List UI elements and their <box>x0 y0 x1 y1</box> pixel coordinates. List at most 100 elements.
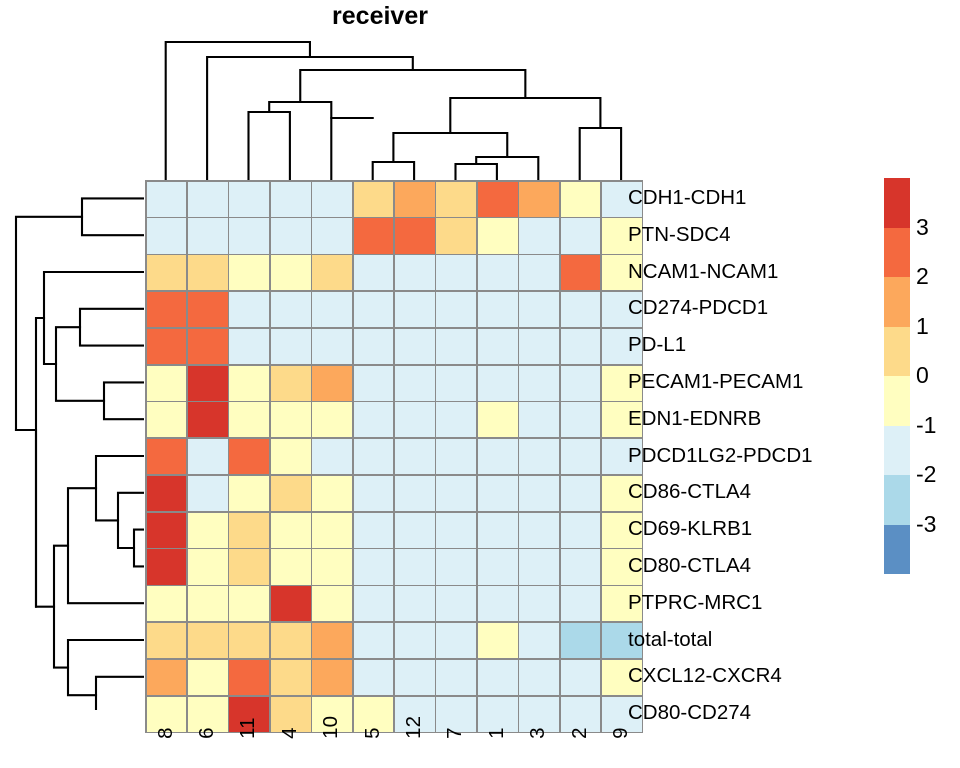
heatmap-cell[interactable] <box>436 696 477 732</box>
heatmap-cell[interactable] <box>601 659 642 695</box>
heatmap-cell[interactable] <box>436 512 477 548</box>
heatmap-cell[interactable] <box>312 475 352 512</box>
heatmap-cell[interactable] <box>353 512 394 548</box>
heatmap-cell[interactable] <box>394 696 435 732</box>
heatmap-cell[interactable] <box>394 475 435 512</box>
heatmap-cell[interactable] <box>601 365 642 401</box>
heatmap-cell[interactable] <box>270 328 311 364</box>
heatmap-cell[interactable] <box>270 365 311 401</box>
heatmap-cell[interactable] <box>312 181 352 217</box>
heatmap-cell[interactable] <box>436 659 477 695</box>
heatmap-cell[interactable] <box>353 328 394 364</box>
heatmap-cell[interactable] <box>229 439 270 475</box>
heatmap-cell[interactable] <box>436 328 477 364</box>
heatmap-cell[interactable] <box>436 402 477 438</box>
heatmap-cell[interactable] <box>353 622 394 659</box>
heatmap-cell[interactable] <box>146 622 187 659</box>
heatmap-cell[interactable] <box>477 659 518 695</box>
heatmap-cell[interactable] <box>312 586 352 622</box>
heatmap-cell[interactable] <box>229 402 270 438</box>
heatmap-cell[interactable] <box>519 696 559 732</box>
heatmap-cell[interactable] <box>519 659 559 695</box>
color-legend[interactable] <box>884 178 910 574</box>
heatmap-cell[interactable] <box>146 696 187 732</box>
heatmap-cell[interactable] <box>560 659 601 695</box>
heatmap-cell[interactable] <box>229 218 270 254</box>
heatmap-cell[interactable] <box>601 622 642 659</box>
heatmap-cell[interactable] <box>560 218 601 254</box>
heatmap-cell[interactable] <box>560 181 601 217</box>
heatmap-cell[interactable] <box>353 659 394 695</box>
heatmap-cell[interactable] <box>436 475 477 512</box>
heatmap-cell[interactable] <box>477 218 518 254</box>
heatmap-cell[interactable] <box>477 439 518 475</box>
heatmap-cell[interactable] <box>519 291 559 328</box>
heatmap-cell[interactable] <box>436 586 477 622</box>
heatmap-cell[interactable] <box>353 218 394 254</box>
heatmap-cell[interactable] <box>353 402 394 438</box>
heatmap-cell[interactable] <box>477 291 518 328</box>
heatmap-cell[interactable] <box>560 402 601 438</box>
heatmap-cell[interactable] <box>146 328 187 364</box>
heatmap-cell[interactable] <box>394 586 435 622</box>
heatmap-cell[interactable] <box>477 365 518 401</box>
heatmap-cell[interactable] <box>187 549 228 585</box>
heatmap-cell[interactable] <box>519 549 559 585</box>
heatmap-cell[interactable] <box>270 181 311 217</box>
heatmap-cell[interactable] <box>353 475 394 512</box>
heatmap-cell[interactable] <box>270 255 311 291</box>
heatmap-cell[interactable] <box>436 291 477 328</box>
heatmap-cell[interactable] <box>477 586 518 622</box>
heatmap-cell[interactable] <box>187 586 228 622</box>
heatmap-cell[interactable] <box>312 696 352 732</box>
heatmap-cell[interactable] <box>353 586 394 622</box>
heatmap-cell[interactable] <box>394 365 435 401</box>
heatmap-cell[interactable] <box>394 255 435 291</box>
heatmap-cell[interactable] <box>519 586 559 622</box>
heatmap-cell[interactable] <box>146 586 187 622</box>
heatmap-cell[interactable] <box>394 549 435 585</box>
heatmap-cell[interactable] <box>187 475 228 512</box>
heatmap-cell[interactable] <box>601 328 642 364</box>
heatmap-cell[interactable] <box>394 291 435 328</box>
heatmap-cell[interactable] <box>394 218 435 254</box>
heatmap-cell[interactable] <box>353 181 394 217</box>
heatmap-cell[interactable] <box>519 512 559 548</box>
heatmap-cell[interactable] <box>519 365 559 401</box>
heatmap-cell[interactable] <box>229 475 270 512</box>
heatmap-cell[interactable] <box>519 402 559 438</box>
heatmap-cell[interactable] <box>146 218 187 254</box>
heatmap-cell[interactable] <box>229 365 270 401</box>
heatmap-cell[interactable] <box>270 439 311 475</box>
heatmap-cell[interactable] <box>312 622 352 659</box>
heatmap-cell[interactable] <box>229 622 270 659</box>
heatmap-cell[interactable] <box>560 622 601 659</box>
heatmap-cell[interactable] <box>436 622 477 659</box>
heatmap-cell[interactable] <box>229 696 270 732</box>
heatmap-cell[interactable] <box>477 512 518 548</box>
heatmap-cell[interactable] <box>436 181 477 217</box>
heatmap-cell[interactable] <box>229 291 270 328</box>
heatmap-cell[interactable] <box>477 622 518 659</box>
heatmap-cell[interactable] <box>229 255 270 291</box>
heatmap-cell[interactable] <box>146 439 187 475</box>
heatmap-cell[interactable] <box>229 512 270 548</box>
heatmap-cell[interactable] <box>394 328 435 364</box>
heatmap-cell[interactable] <box>187 255 228 291</box>
heatmap-cell[interactable] <box>519 328 559 364</box>
heatmap-cell[interactable] <box>560 439 601 475</box>
heatmap-cell[interactable] <box>187 218 228 254</box>
heatmap-cell[interactable] <box>601 181 642 217</box>
heatmap-cell[interactable] <box>187 181 228 217</box>
heatmap-cell[interactable] <box>436 549 477 585</box>
heatmap-cell[interactable] <box>519 255 559 291</box>
heatmap-cell[interactable] <box>394 439 435 475</box>
heatmap-cell[interactable] <box>560 586 601 622</box>
heatmap-cell[interactable] <box>312 659 352 695</box>
heatmap-cell[interactable] <box>436 365 477 401</box>
heatmap-cell[interactable] <box>601 512 642 548</box>
heatmap-cell[interactable] <box>353 549 394 585</box>
heatmap-cell[interactable] <box>560 291 601 328</box>
heatmap-cell[interactable] <box>394 402 435 438</box>
heatmap-cell[interactable] <box>187 291 228 328</box>
